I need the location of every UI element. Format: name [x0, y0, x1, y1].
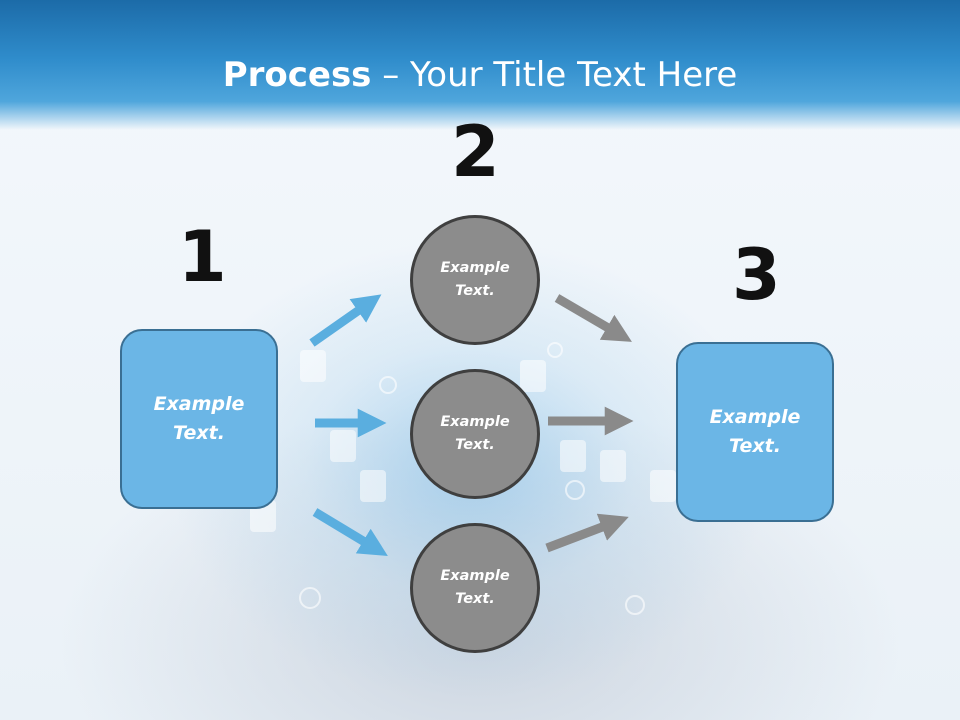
step-number-2: 2	[451, 111, 500, 193]
circle-middle[interactable]: Example Text.	[410, 369, 540, 499]
page-title: Process – Your Title Text Here	[0, 54, 960, 96]
circle-top-label: Example Text.	[440, 260, 510, 299]
step-number-1: 1	[178, 216, 227, 298]
step-number-3: 3	[732, 234, 781, 316]
circle-middle-label: Example Text.	[440, 414, 510, 453]
arrow-1-to-bottom	[312, 508, 388, 556]
step-3-box[interactable]: Example Text.	[676, 342, 834, 522]
step-1-box-label: Example Text.	[153, 393, 245, 444]
title-bar	[0, 0, 960, 130]
title-rest: – Your Title Text Here	[371, 55, 738, 95]
arrow-top-to-3	[554, 294, 632, 342]
circle-bottom[interactable]: Example Text.	[410, 523, 540, 653]
step-1-box[interactable]: Example Text.	[120, 329, 278, 509]
circle-bottom-label: Example Text.	[440, 568, 510, 607]
title-bold: Process	[222, 55, 372, 95]
arrow-bottom-to-3	[545, 513, 629, 553]
step-3-box-label: Example Text.	[709, 406, 801, 457]
circle-top[interactable]: Example Text.	[410, 215, 540, 345]
arrow-1-to-top	[309, 294, 382, 347]
